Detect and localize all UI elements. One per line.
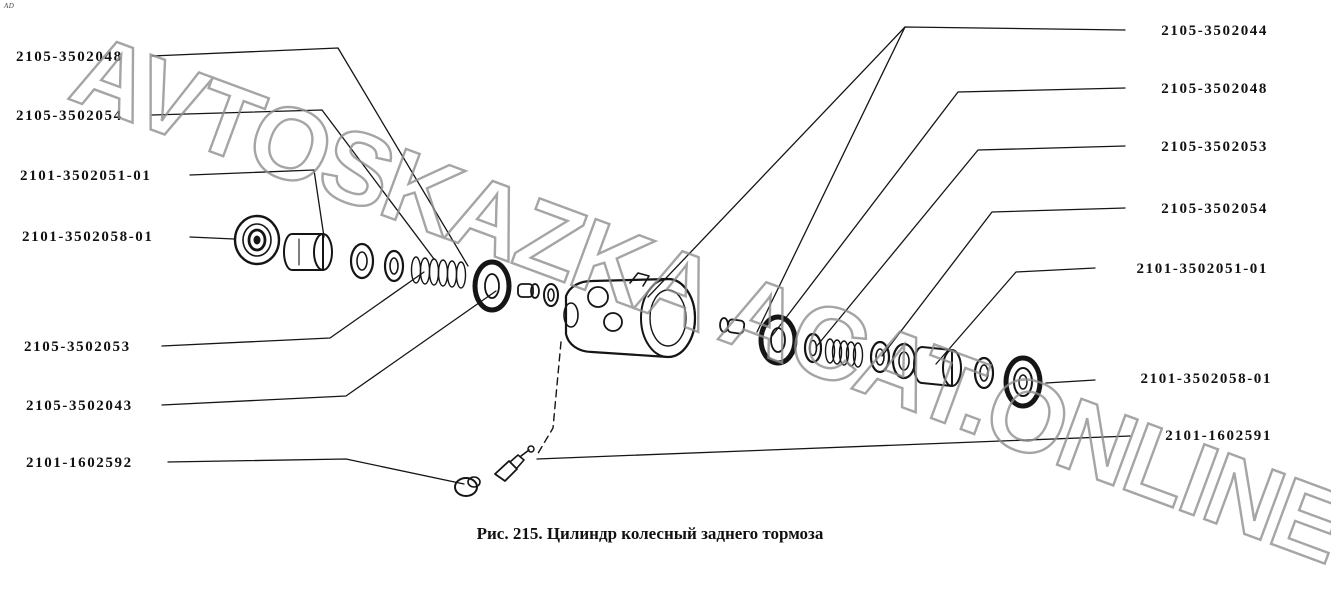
part-label: 2101-1602592 (26, 455, 133, 471)
leader-lines (151, 26, 1131, 485)
part-label: 2101-3502058-01 (1140, 371, 1272, 387)
spring-right (824, 338, 864, 368)
part-label: 2105-3502048 (16, 49, 123, 65)
end-cap-left (233, 214, 281, 266)
part-label: 2101-3502051-01 (1136, 261, 1268, 277)
seal-ring-left-1 (349, 242, 375, 280)
figure-caption: Рис. 215. Цилиндр колесный заднего тормо… (476, 524, 824, 543)
dashed-line (536, 341, 562, 456)
part-label: 2105-3502054 (16, 108, 123, 124)
spring-left (410, 256, 467, 289)
piston-left (283, 233, 333, 271)
part-label: 2105-3502044 (1161, 23, 1268, 39)
end-cap-right (1003, 355, 1043, 409)
part-label: 2105-3502053 (1161, 139, 1268, 155)
part-label: 2101-1602591 (1165, 428, 1272, 444)
part-label: 2105-3502053 (24, 339, 131, 355)
part-label: 2101-3502058-01 (22, 229, 154, 245)
boot-left (472, 259, 512, 313)
pin-left (517, 283, 540, 299)
seal-ring-right-1 (803, 332, 823, 364)
washer-right-2 (891, 342, 917, 380)
part-label: 2101-3502051-01 (20, 168, 152, 184)
bleeder-screw (494, 445, 535, 482)
part-label: 2105-3502048 (1161, 81, 1268, 97)
cylinder-body (563, 272, 697, 359)
bleeder-cap (454, 476, 481, 497)
seal-ring-right-2 (973, 356, 995, 390)
seal-ring-left-2 (383, 249, 405, 283)
part-label: 2105-3502054 (1161, 201, 1268, 217)
boot-right (758, 314, 798, 366)
corner-mark: AD (4, 2, 15, 10)
pin-right (719, 317, 746, 335)
washer-left-3 (543, 283, 559, 307)
part-label: 2105-3502043 (26, 398, 133, 414)
piston-right (913, 346, 962, 387)
washer-right-1 (869, 340, 891, 374)
